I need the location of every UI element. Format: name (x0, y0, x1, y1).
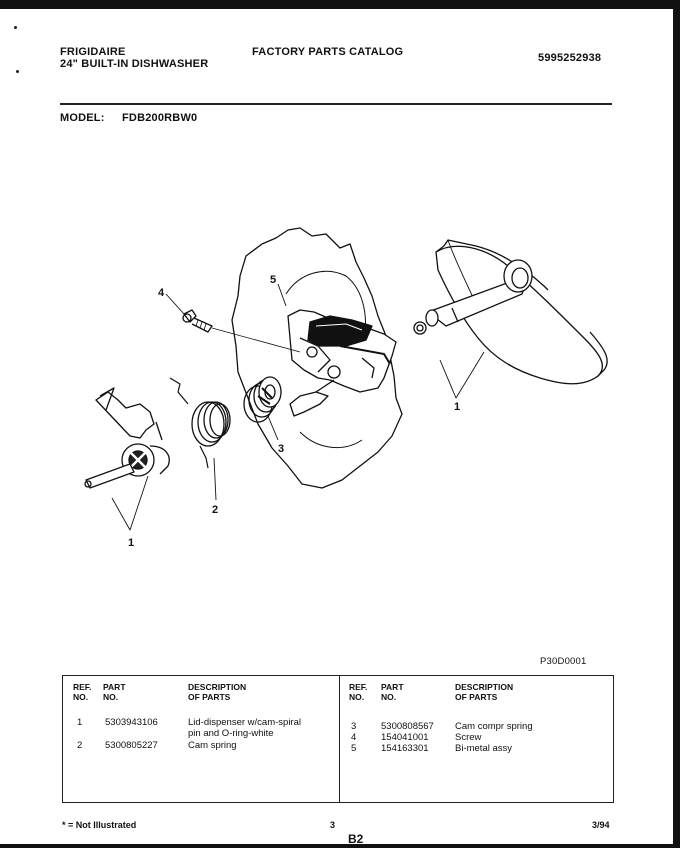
header-ref-right: REF.NO. (349, 682, 368, 702)
figure-code: P30D0001 (540, 656, 587, 667)
table-row-ref: 5 (351, 743, 357, 754)
model-label: MODEL: (60, 112, 105, 124)
table-row-desc: Cam compr spring (455, 721, 533, 732)
callout-4: 4 (158, 287, 165, 299)
model-number: FDB200RBW0 (122, 112, 198, 124)
leader-4 (165, 293, 185, 315)
table-row-desc-cont: pin and O-ring-white (188, 728, 274, 739)
table-row-ref: 3 (351, 721, 357, 732)
table-row-desc: Bi-metal assy (455, 743, 513, 754)
table-row-ref: 1 (77, 717, 83, 728)
screw (182, 309, 301, 353)
bi-metal-assembly (287, 309, 397, 417)
scan-speck (16, 70, 19, 73)
dispenser-cam (84, 387, 170, 489)
section-code: B2 (348, 832, 364, 846)
table-row-part: 154041001 (381, 732, 429, 743)
callout-2: 2 (212, 504, 218, 516)
callout-1-right: 1 (454, 401, 460, 413)
callout-3: 3 (278, 443, 284, 455)
table-row-part: 5300808567 (381, 721, 434, 732)
column-divider (339, 676, 340, 802)
leader-1-left (111, 475, 149, 531)
leader-5 (277, 283, 287, 307)
not-illustrated-note: * = Not Illustrated (62, 820, 137, 830)
o-ring (413, 321, 427, 335)
revision-date: 3/94 (592, 820, 610, 830)
leader-3 (267, 415, 279, 441)
bottom-border (0, 844, 680, 848)
catalog-title: FACTORY PARTS CATALOG (252, 46, 404, 58)
right-border (673, 0, 680, 848)
product-name: 24" BUILT-IN DISHWASHER (60, 58, 209, 70)
table-row-part: 154163301 (381, 743, 429, 754)
header-ref: REF.NO. (73, 682, 92, 702)
table-row-ref: 2 (77, 740, 83, 751)
table-row-part: 5303943106 (105, 717, 158, 728)
header-rule (60, 103, 612, 105)
table-row-desc: Lid-dispenser w/cam-spiral (188, 717, 301, 728)
table-row-ref: 4 (351, 732, 357, 743)
top-border (0, 0, 680, 9)
table-row-desc: Screw (455, 732, 482, 743)
leader-1-right (439, 351, 485, 399)
brand-name: FRIGIDAIRE (60, 46, 126, 58)
cam-spring (169, 377, 231, 469)
catalog-number: 5995252938 (538, 52, 602, 64)
table-row-desc: Cam spring (188, 740, 237, 751)
leader-2 (213, 457, 217, 501)
lid-dispenser (413, 239, 608, 385)
cam-compression-spring (243, 376, 282, 423)
table-row-part: 5300805227 (105, 740, 158, 751)
page-number: 3 (330, 820, 336, 830)
callout-5: 5 (270, 274, 276, 286)
lid-shroud (231, 227, 403, 489)
callout-1-left: 1 (128, 537, 134, 549)
scan-speck (14, 26, 17, 29)
